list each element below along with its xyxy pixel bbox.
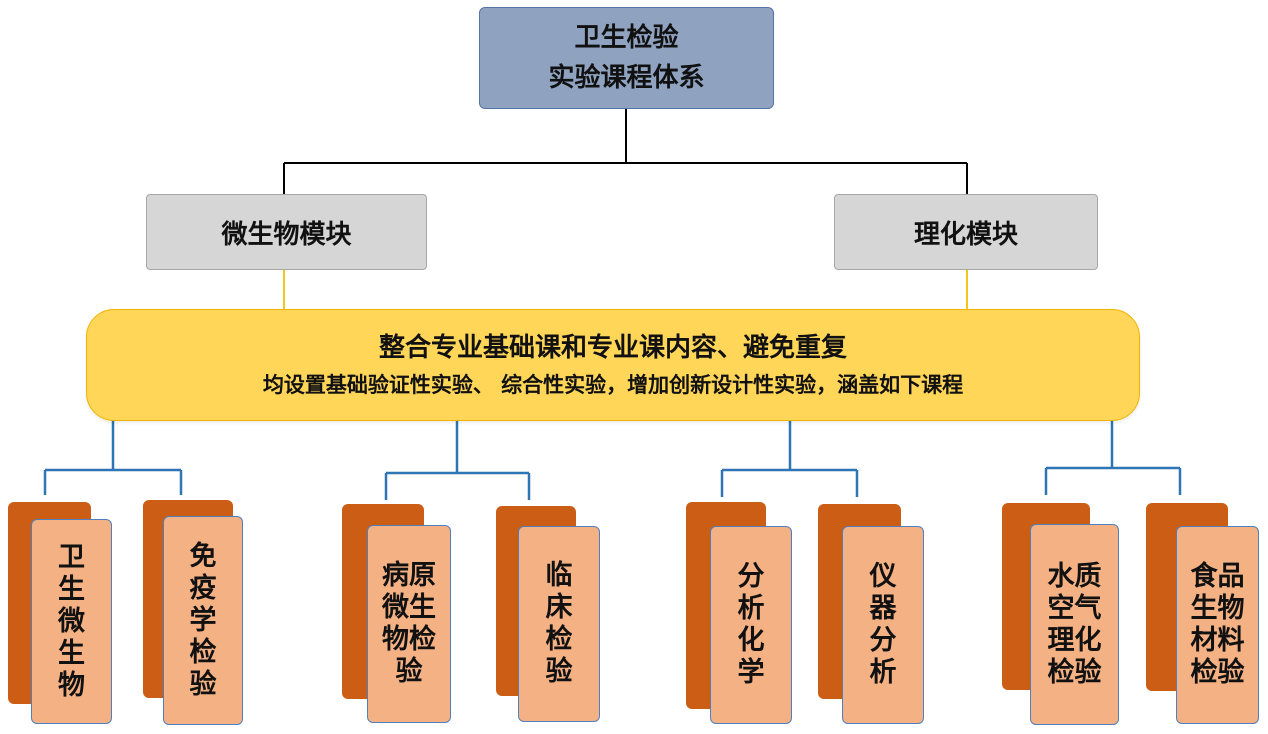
- course-label-2: 免疫学检验: [189, 540, 217, 700]
- integration-banner: 整合专业基础课和专业课内容、避免重复 均设置基础验证性实验、 综合性实验，增加创…: [86, 309, 1140, 421]
- module-physicochemical: 理化模块: [834, 194, 1098, 270]
- course-label-6: 仪器分析: [869, 561, 897, 688]
- module-to-banner-connectors: [283, 268, 968, 309]
- course-label-1: 卫生微生物: [58, 541, 85, 701]
- course-label-3: 病原微生物检验: [382, 560, 436, 687]
- banner-to-course-connectors: [43, 419, 1182, 500]
- banner-line2: 均设置基础验证性实验、 综合性实验，增加创新设计性实验，涵盖如下课程: [262, 373, 964, 397]
- root-to-module-connectors: [283, 107, 968, 194]
- root-title-line1: 卫生检验: [574, 23, 679, 53]
- course-label-5: 分析化学: [737, 561, 765, 688]
- root-title-line2: 实验课程体系: [548, 63, 705, 93]
- course-label-7: 水质空气理化检验: [1047, 560, 1102, 688]
- root-node: 卫生检验 实验课程体系: [479, 7, 774, 109]
- course-label-4: 临床检验: [545, 560, 573, 687]
- course-label-8: 食品生物材料检验: [1190, 561, 1245, 688]
- banner-line1: 整合专业基础课和专业课内容、避免重复: [378, 333, 847, 363]
- module-microbiology: 微生物模块: [146, 194, 427, 270]
